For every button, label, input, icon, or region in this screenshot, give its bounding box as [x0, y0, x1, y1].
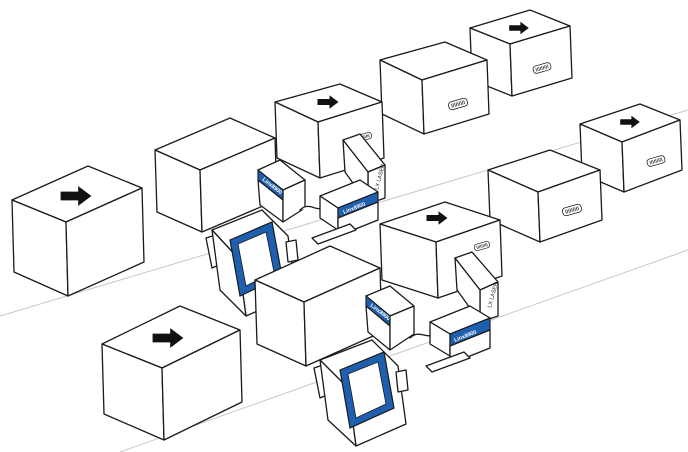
box-upper-mid: [380, 42, 489, 134]
box-near-upper-left: [12, 166, 144, 296]
box-near-lower-left: [102, 306, 242, 440]
box-lower-mid: [488, 150, 602, 242]
